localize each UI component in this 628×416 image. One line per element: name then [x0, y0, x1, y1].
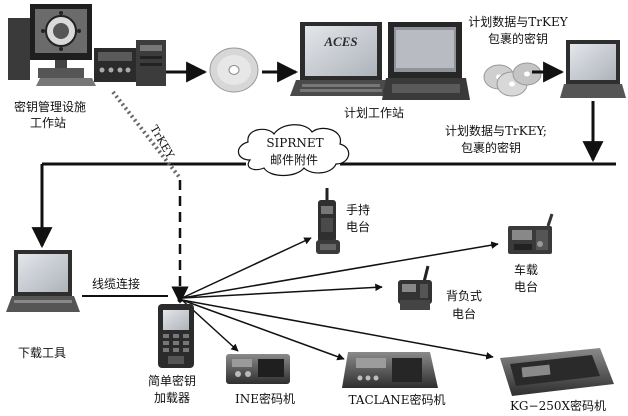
- loader-label-line2: 加载器: [154, 391, 190, 405]
- vehicle-label-line2: 电台: [514, 279, 538, 294]
- hub-point: [177, 297, 183, 303]
- vehicle-radio-image: [508, 213, 554, 254]
- fan-out-arrows: [181, 237, 499, 361]
- handheld-label-line2: 电台: [346, 219, 370, 234]
- loader-label-line1: 简单密钥: [148, 373, 196, 388]
- cd-disc-image: [209, 47, 259, 93]
- siprnet-label-line2: 邮件附件: [270, 153, 318, 167]
- arrow-to-kg250x: [181, 299, 494, 360]
- plan-mid-label-line1: 计划数据与TrKEY;: [445, 123, 547, 138]
- arrow-to-manpack: [181, 283, 383, 299]
- handheld-label-line1: 手持: [346, 202, 370, 217]
- plan-mid-label-line2: 包裹的密钥: [461, 140, 521, 155]
- manpack-label-line2: 电台: [452, 306, 476, 321]
- download-tool-laptop-image: [6, 250, 80, 312]
- taclane-label: TACLANE密码机: [348, 392, 445, 407]
- trkey-dotted-path: [111, 90, 182, 180]
- kmi-workstation-image: [8, 4, 166, 86]
- arrow-to-vehicle: [181, 241, 499, 299]
- kg250x-crypto-image: [500, 348, 614, 396]
- planning-laptop-aces-image: [290, 22, 392, 96]
- cd-stack-image: [483, 62, 542, 97]
- cable-label: 线缆连接: [92, 276, 140, 291]
- simple-key-loader-image: [158, 304, 194, 368]
- rugged-laptop-image: [382, 22, 470, 100]
- aces-logo: ACES: [323, 34, 357, 49]
- arrow-to-taclane: [181, 299, 345, 361]
- handheld-radio-image: [316, 188, 340, 254]
- download-tool-label: 下载工具: [18, 346, 66, 360]
- planning-ws-label: 计划工作站: [344, 106, 404, 120]
- kmi-label-line2: 工作站: [30, 116, 66, 130]
- plan-top-label-line2: 包裹的密钥: [488, 31, 548, 46]
- right-laptop-image: [560, 40, 626, 98]
- kg250x-label: KG−250X密码机: [510, 398, 606, 413]
- vehicle-label-line1: 车载: [514, 262, 538, 277]
- ine-label: INE密码机: [235, 391, 295, 406]
- manpack-radio-image: [398, 265, 432, 310]
- arrow-to-handheld: [181, 237, 312, 299]
- plan-top-label-line1: 计划数据与TrKEY: [468, 14, 568, 29]
- siprnet-label-line1: SIPRNET: [266, 136, 323, 150]
- taclane-crypto-image: [342, 352, 438, 388]
- kmi-label-line1: 密钥管理设施: [14, 99, 86, 114]
- siprnet-cloud: [237, 124, 350, 177]
- manpack-label-line1: 背负式: [446, 289, 482, 303]
- ine-crypto-image: [226, 354, 290, 384]
